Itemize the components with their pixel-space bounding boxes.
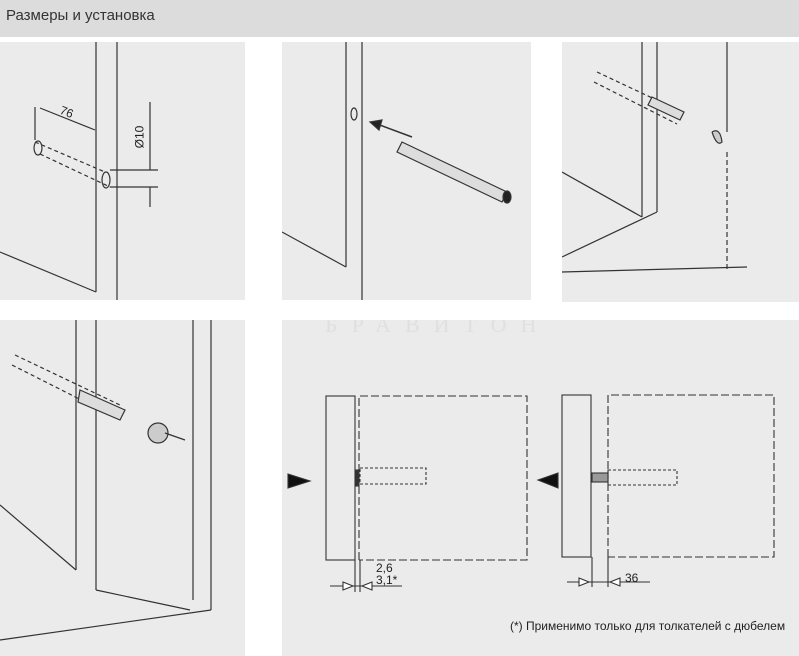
gap-dimension-alt: 3,1* — [376, 573, 398, 587]
step-pusher-installed — [562, 42, 799, 302]
step-insert-pusher — [282, 42, 531, 300]
watermark: БРАВИТОН — [325, 320, 551, 337]
step-attach-bumper — [0, 320, 245, 656]
distance-diagrams: БРАВИТОН 2,6 3,1* 36 (*) Применимо тольк… — [282, 320, 799, 656]
gap-dimension: 2,6 — [376, 561, 393, 575]
section-title: Размеры и установка — [6, 7, 155, 24]
section-header: Размеры и установка — [0, 0, 799, 37]
distance-dimension: 36 — [625, 571, 639, 585]
diameter-dimension: Ø10 — [132, 125, 147, 149]
footnote: (*) Применимо только для толкателей с дю… — [510, 619, 786, 633]
step-drill-hole: 76 Ø10 — [0, 42, 245, 300]
